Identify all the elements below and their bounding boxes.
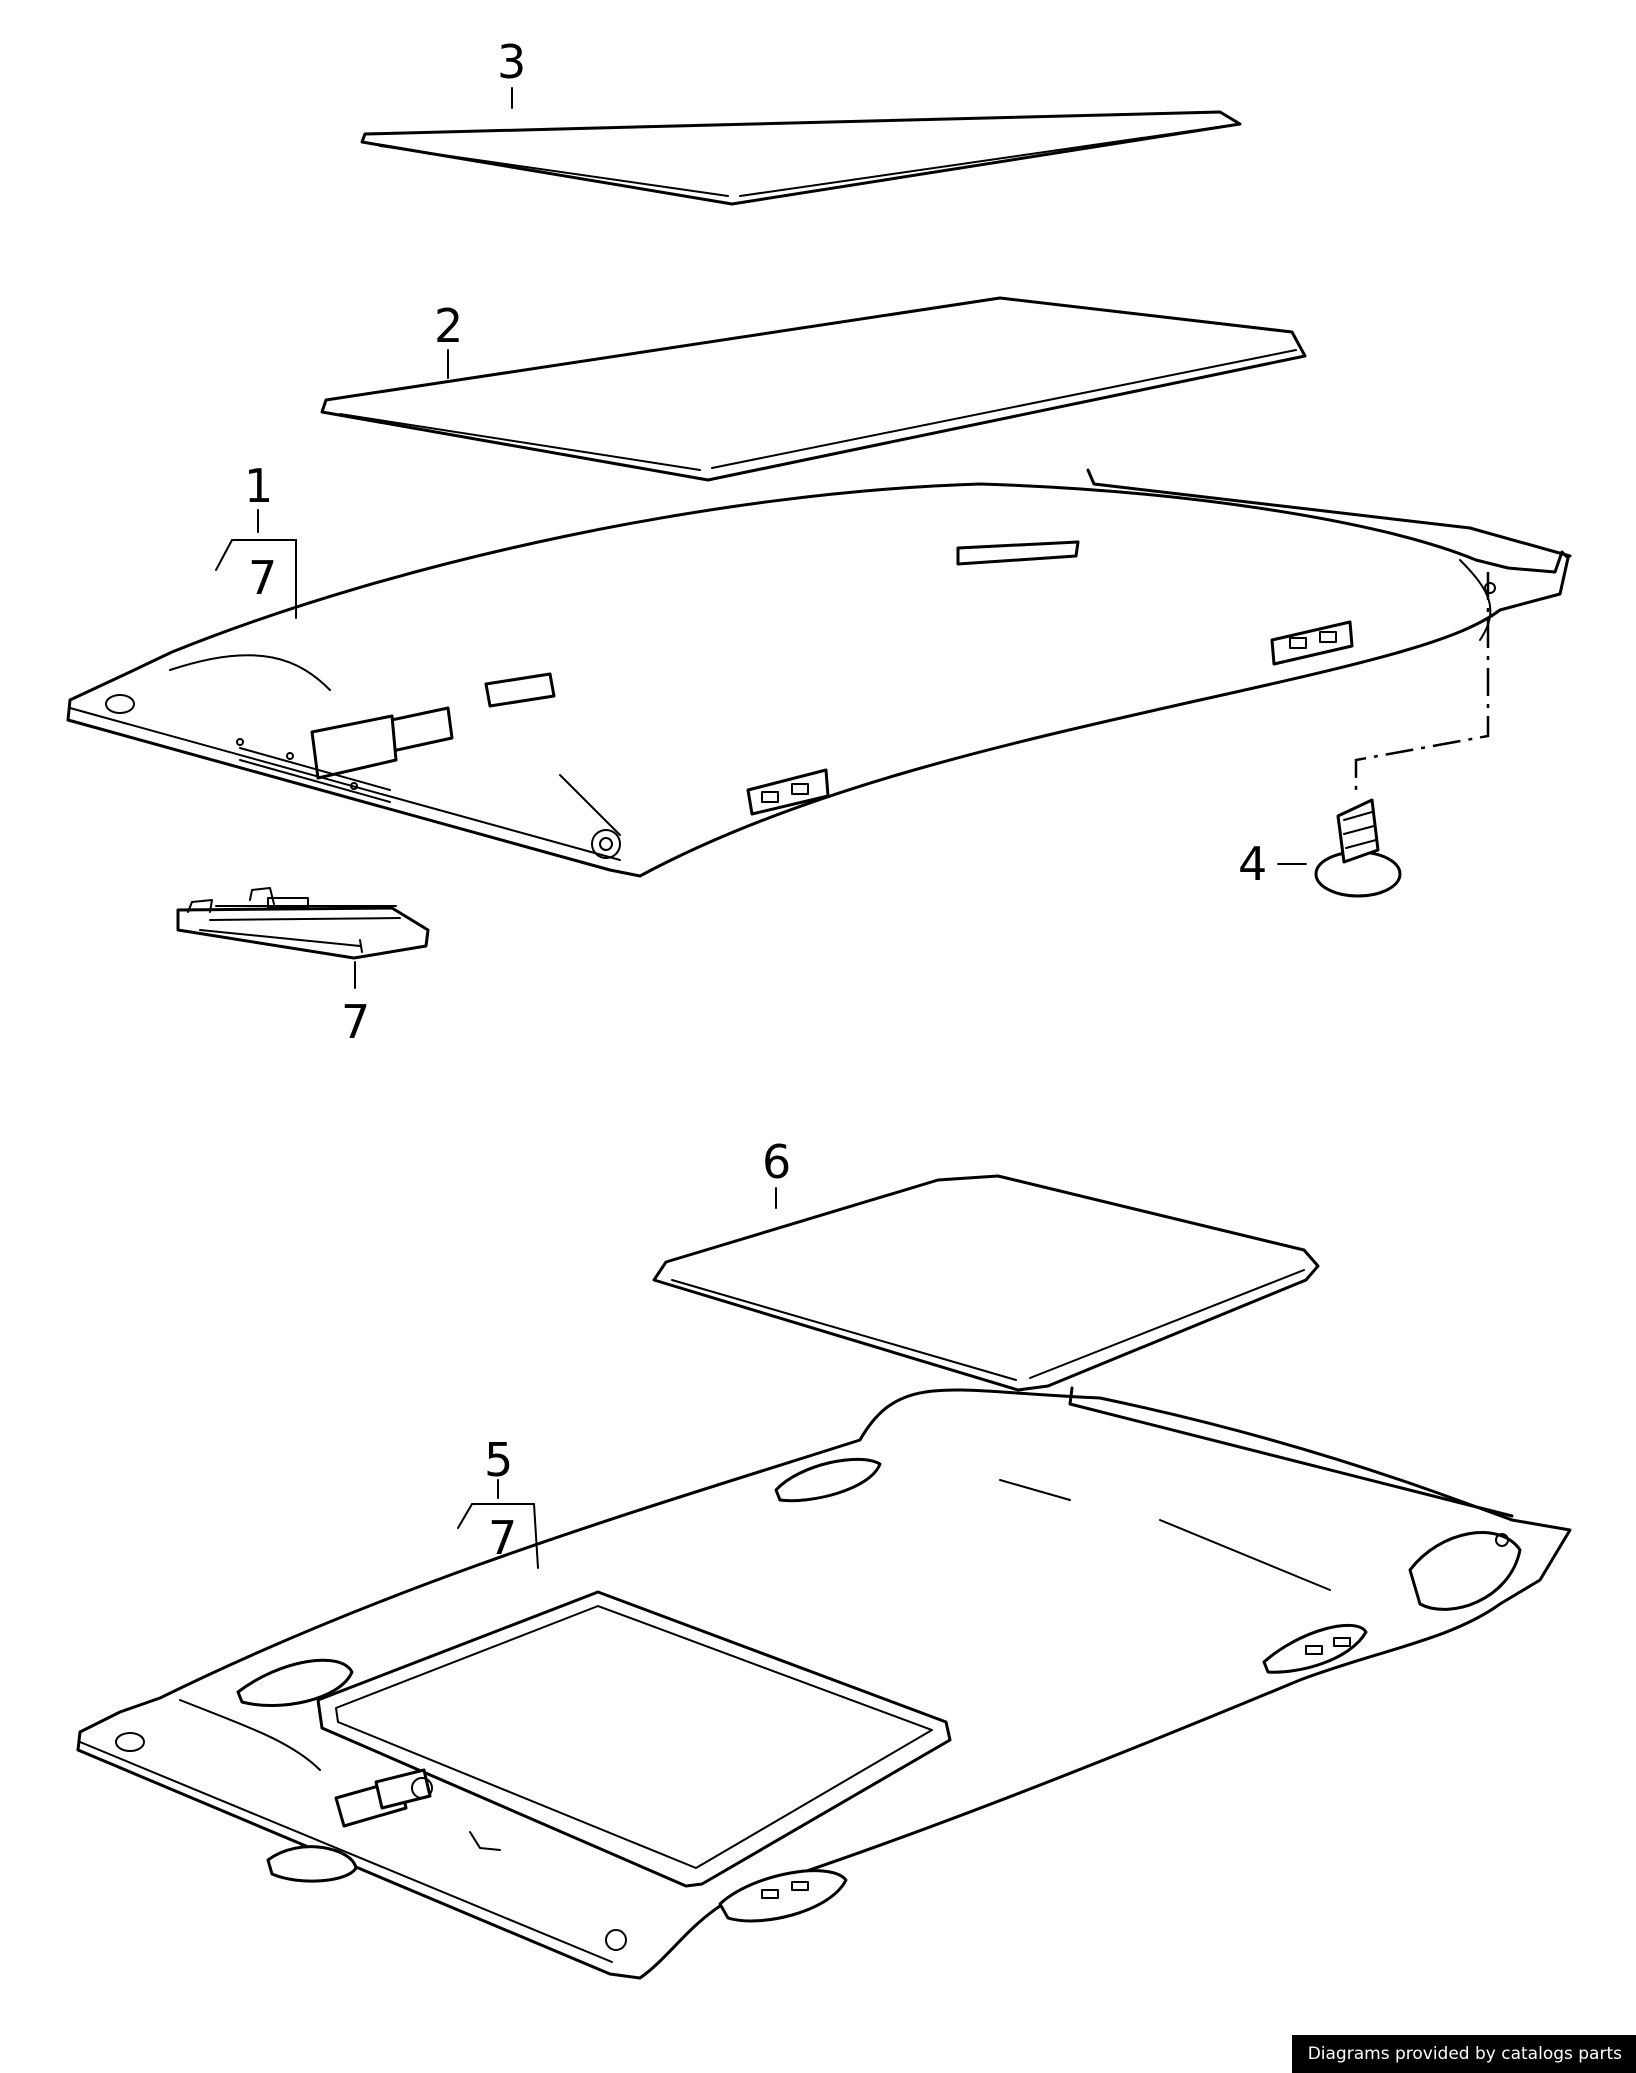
part-6-panel: [652, 1174, 1320, 1392]
callout-2: 2: [434, 299, 463, 379]
callout-6-label: 6: [762, 1135, 791, 1189]
part-5-headliner: [76, 1386, 1572, 1980]
part-7-bracket: [176, 887, 430, 960]
callout-5: 5 7: [457, 1433, 539, 1569]
callout-6: 6: [762, 1135, 791, 1209]
part-1-headliner: [66, 468, 1572, 878]
callout-4-label: 4: [1238, 837, 1267, 891]
part-3-panel: [360, 110, 1242, 206]
credit-footer: Diagrams provided by catalogs parts: [1291, 2035, 1636, 2073]
callout-7-label: 7: [341, 995, 370, 1049]
callout-3-label: 3: [497, 35, 526, 89]
callout-3: 3: [497, 35, 526, 109]
callout-5-label: 5: [484, 1433, 513, 1487]
callout-1-label: 1: [244, 459, 273, 513]
callout-1-sub-label: 7: [248, 551, 277, 605]
callout-5-sub-label: 7: [488, 1511, 517, 1565]
callout-2-label: 2: [434, 299, 463, 353]
callout-1: 1 7: [215, 459, 297, 619]
part-2-mat: [320, 296, 1307, 482]
callout-4: 4: [1238, 837, 1307, 891]
callout-7: 7: [341, 961, 370, 1049]
part-4-clip: [1314, 572, 1490, 898]
